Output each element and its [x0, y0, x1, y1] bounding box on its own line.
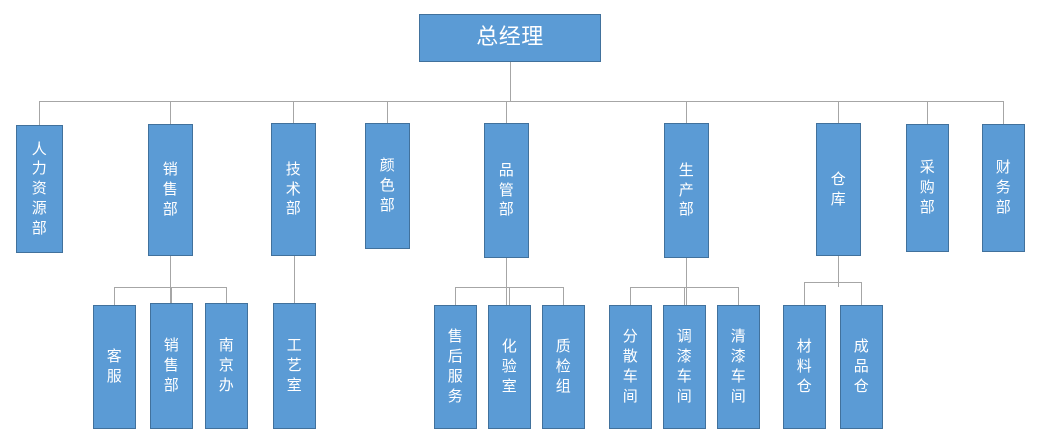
- org-node-label-paint-mix: 调 漆 车 间: [676, 327, 693, 405]
- org-node-cs[interactable]: 客 服: [93, 305, 136, 429]
- org-node-label-tech: 技 术 部: [285, 159, 302, 218]
- org-node-label-varnish: 清 漆 车 间: [730, 327, 747, 405]
- connector-wh-stem: [838, 256, 839, 287]
- org-node-root[interactable]: 总经理: [419, 14, 601, 62]
- org-node-paint-mix[interactable]: 调 漆 车 间: [663, 305, 706, 429]
- org-node-label-root: 总经理: [476, 25, 544, 51]
- connector-prod-drop-dis: [630, 287, 631, 305]
- connector-drop-finance: [1003, 101, 1004, 124]
- connector-level2-bus: [39, 101, 1003, 102]
- connector-qc-drop-lab: [509, 287, 510, 305]
- org-node-label-disperse: 分 散 车 间: [622, 327, 639, 405]
- org-node-varnish[interactable]: 清 漆 车 间: [717, 305, 760, 429]
- connector-sales-drop-cs: [114, 287, 115, 305]
- connector-drop-hr: [39, 101, 40, 125]
- connector-sales-bus: [114, 287, 227, 288]
- org-node-prod[interactable]: 生 产 部: [664, 123, 709, 258]
- connector-tech-stem: [294, 256, 295, 303]
- connector-wh-bus: [804, 282, 862, 283]
- connector-prod-drop-mix: [684, 287, 685, 305]
- org-node-label-prod: 生 产 部: [678, 160, 695, 219]
- org-node-label-nanjing: 南 京 办: [218, 336, 235, 394]
- org-node-material-store[interactable]: 材 料 仓: [783, 305, 826, 429]
- org-node-label-process-lab: 工 艺 室: [286, 336, 303, 394]
- connector-drop-sales: [170, 101, 171, 124]
- org-node-label-finance: 财 务 部: [995, 158, 1012, 216]
- connector-qc-drop-as: [455, 287, 456, 305]
- org-node-process-lab[interactable]: 工 艺 室: [273, 303, 316, 429]
- org-node-label-purchase: 采 购 部: [919, 158, 936, 216]
- org-node-product-store[interactable]: 成 品 仓: [840, 305, 883, 429]
- org-node-qc-team[interactable]: 质 检 组: [542, 305, 585, 429]
- org-node-lab[interactable]: 化 验 室: [488, 305, 531, 429]
- connector-prod-drop-var: [738, 287, 739, 305]
- connector-drop-warehouse: [838, 101, 839, 123]
- connector-sales-drop-nj: [226, 287, 227, 303]
- connector-drop-purchase: [927, 101, 928, 124]
- connector-root-drop: [510, 62, 511, 101]
- connector-drop-prod: [686, 101, 687, 123]
- connector-drop-qc: [506, 101, 507, 123]
- connector-drop-color: [387, 101, 388, 123]
- org-node-label-warehouse: 仓 库: [830, 169, 847, 208]
- connector-sales-drop-dept: [171, 287, 172, 303]
- org-node-label-sales-dept: 销 售 部: [163, 336, 180, 394]
- org-node-sales[interactable]: 销 售 部: [148, 124, 193, 256]
- connector-drop-tech: [293, 101, 294, 123]
- org-node-label-after-sales: 售 后 服 务: [447, 327, 464, 405]
- org-node-label-hr: 人 力 资 源 部: [31, 139, 48, 237]
- org-node-color[interactable]: 颜 色 部: [365, 123, 410, 249]
- connector-qc-stem: [506, 258, 507, 305]
- org-node-label-product-store: 成 品 仓: [853, 337, 870, 395]
- org-node-label-color: 颜 色 部: [379, 156, 396, 214]
- org-node-finance[interactable]: 财 务 部: [982, 124, 1025, 252]
- org-node-qc[interactable]: 品 管 部: [484, 123, 529, 258]
- org-node-disperse[interactable]: 分 散 车 间: [609, 305, 652, 429]
- org-node-tech[interactable]: 技 术 部: [271, 123, 316, 256]
- org-node-label-cs: 客 服: [106, 347, 123, 385]
- org-node-after-sales[interactable]: 售 后 服 务: [434, 305, 477, 429]
- connector-sales-stem: [170, 256, 171, 303]
- org-node-label-qc-team: 质 检 组: [555, 337, 572, 395]
- org-node-label-lab: 化 验 室: [501, 337, 518, 395]
- connector-wh-drop-mat: [804, 282, 805, 305]
- org-node-warehouse[interactable]: 仓 库: [816, 123, 861, 256]
- connector-wh-drop-fin: [861, 282, 862, 305]
- connector-qc-drop-team: [563, 287, 564, 305]
- org-node-label-material-store: 材 料 仓: [796, 337, 813, 395]
- org-node-purchase[interactable]: 采 购 部: [906, 124, 949, 252]
- org-node-sales-dept[interactable]: 销 售 部: [150, 303, 193, 429]
- org-node-hr[interactable]: 人 力 资 源 部: [16, 125, 63, 253]
- org-node-label-qc: 品 管 部: [498, 160, 515, 219]
- connector-prod-stem: [686, 258, 687, 305]
- org-node-label-sales: 销 售 部: [162, 160, 179, 218]
- org-node-nanjing[interactable]: 南 京 办: [205, 303, 248, 429]
